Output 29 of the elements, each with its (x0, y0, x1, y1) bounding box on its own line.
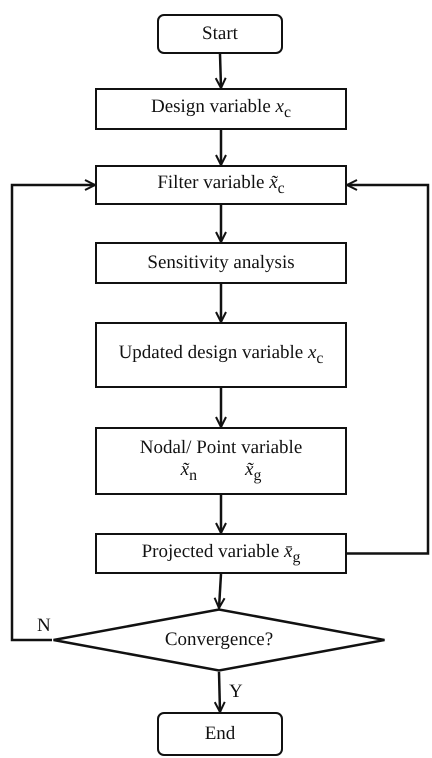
arrow (215, 284, 227, 323)
arrow (214, 672, 226, 713)
arrow (346, 179, 430, 555)
process-box (95, 242, 347, 284)
arrow (215, 205, 227, 243)
arrow (10, 179, 96, 642)
node-text: Updated design variable x$_{c}$ (118, 342, 324, 368)
arrow (215, 388, 227, 428)
node-text: End (204, 723, 236, 745)
node-text: Convergence? (164, 629, 274, 651)
node-text: Sensitivity analysis (147, 252, 295, 274)
node-text: x̃$_{n}$ (180, 458, 197, 485)
process-box (95, 322, 347, 388)
process-box (95, 165, 347, 205)
process-box (95, 533, 347, 574)
node-text: x̃$_{g}$ (245, 458, 262, 485)
node-text: Start (202, 23, 238, 45)
arrow (214, 574, 226, 609)
node-text: Projected variable x̄$_{g}$ (142, 540, 300, 566)
arrow (215, 130, 227, 166)
terminal-box (157, 712, 283, 756)
node-text: Filter variable x̃$_{c}$ (157, 172, 285, 198)
node-text: Design variable x$_{c}$ (151, 96, 291, 122)
node-text: Nodal/ Point variable (140, 437, 302, 459)
process-box (95, 427, 347, 495)
arrow (214, 54, 227, 89)
process-box (95, 88, 347, 130)
terminal-box (157, 14, 283, 54)
arrow (215, 495, 227, 534)
